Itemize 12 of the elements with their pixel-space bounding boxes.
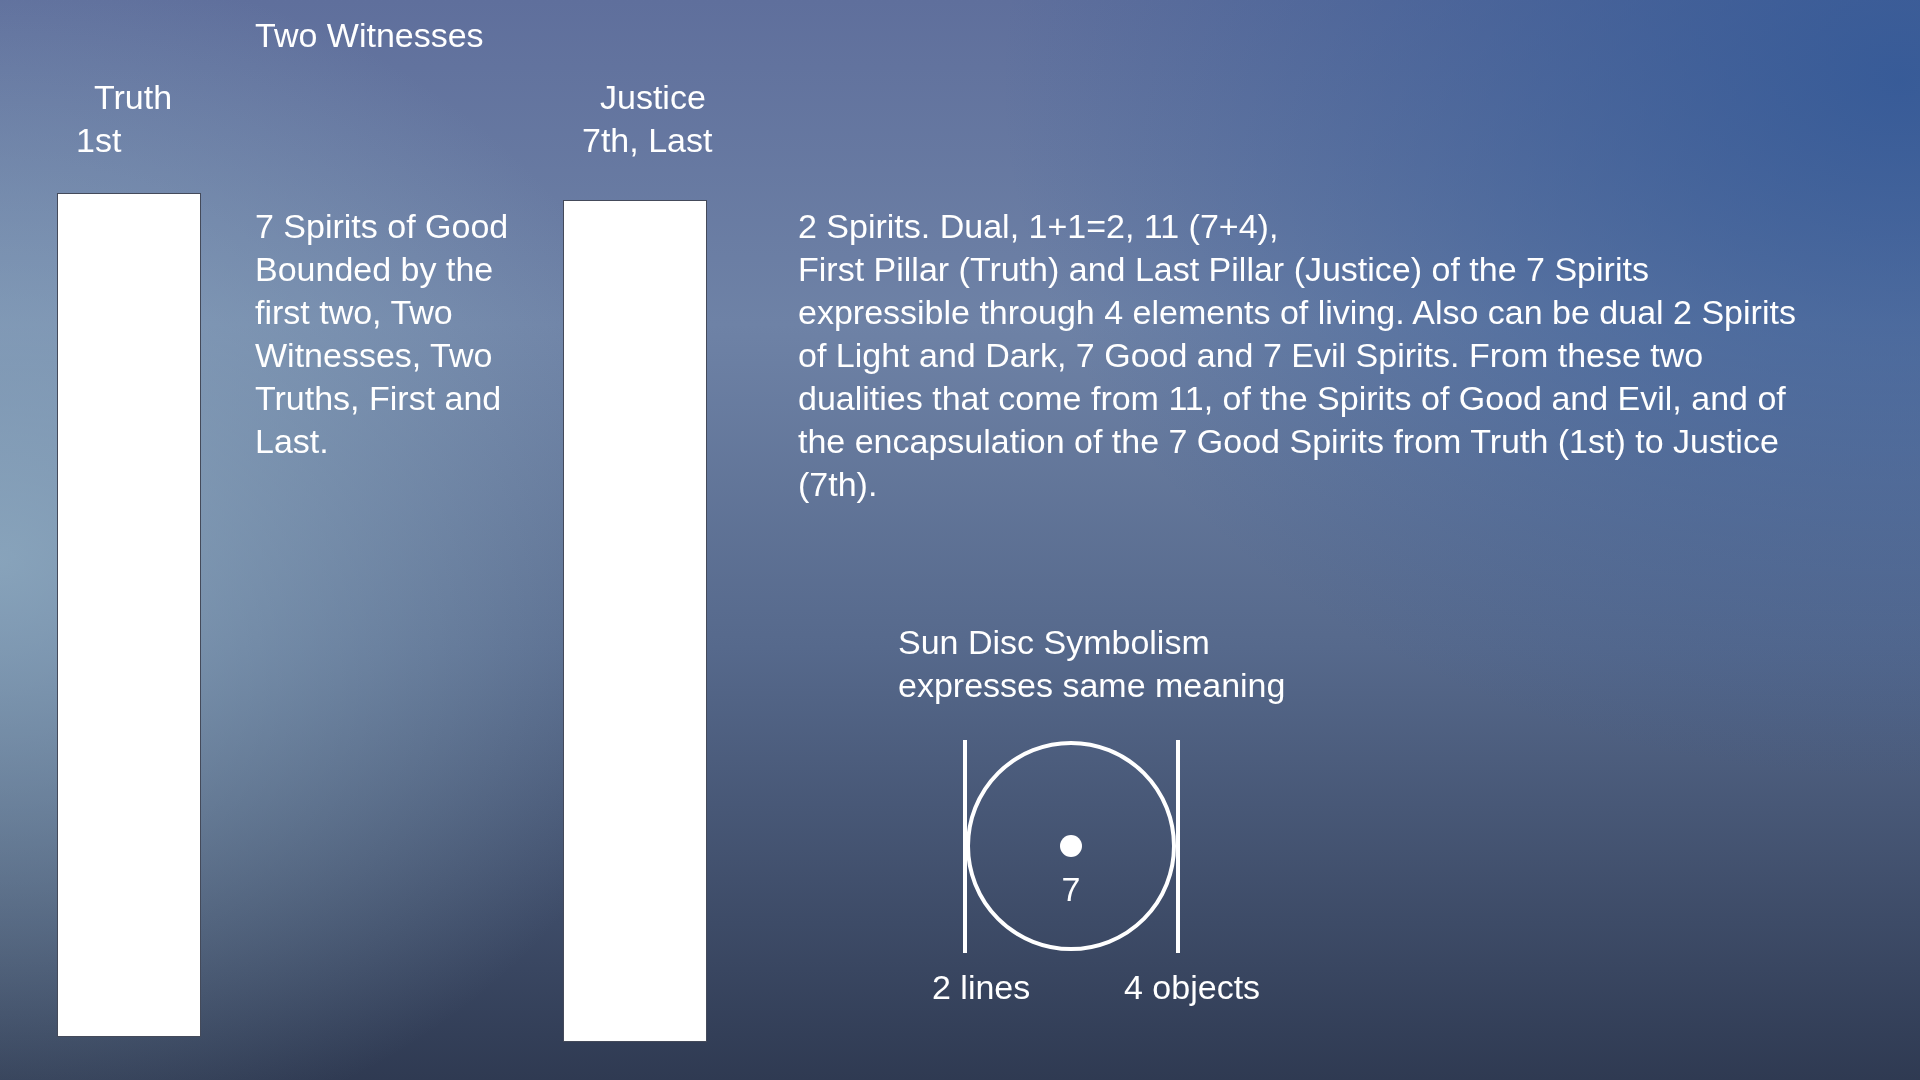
pillar-label: 7th, Last — [582, 120, 713, 161]
description-text: First Pillar (Truth) and Last Pillar (Justice) of the 7 Spirits expressible through 4 elements of living. Also can be dual 2 Spirits of Light and Dark, 7 Good and 7 Evil Spirits. From these two dualities that come from 11, of the Spirits of Good and Evil, and of the encapsulation of the 7 Good Spirits from Truth (1st) to Justice (7th). — [798, 249, 1797, 505]
caption-text: Sun Disc Symbolism expresses same meaning — [898, 622, 1287, 706]
pillar-label: 1st — [76, 120, 122, 161]
description-text: 2 Spirits. Dual, 1+1=2, 11 (7+4), — [798, 206, 1280, 247]
annotation-text: 4 objects — [1124, 967, 1262, 1008]
pillar-label: Justice — [600, 77, 706, 118]
disc-number: 7 — [1060, 869, 1082, 910]
pillar-label: Truth — [94, 77, 173, 118]
description-text: 7 Spirits of Good Bounded by the first two, Two Witnesses, Two Truths, First and Last. — [255, 206, 510, 462]
heading: Two Witnesses — [255, 15, 484, 56]
annotation-text: 2 lines — [932, 967, 1032, 1008]
